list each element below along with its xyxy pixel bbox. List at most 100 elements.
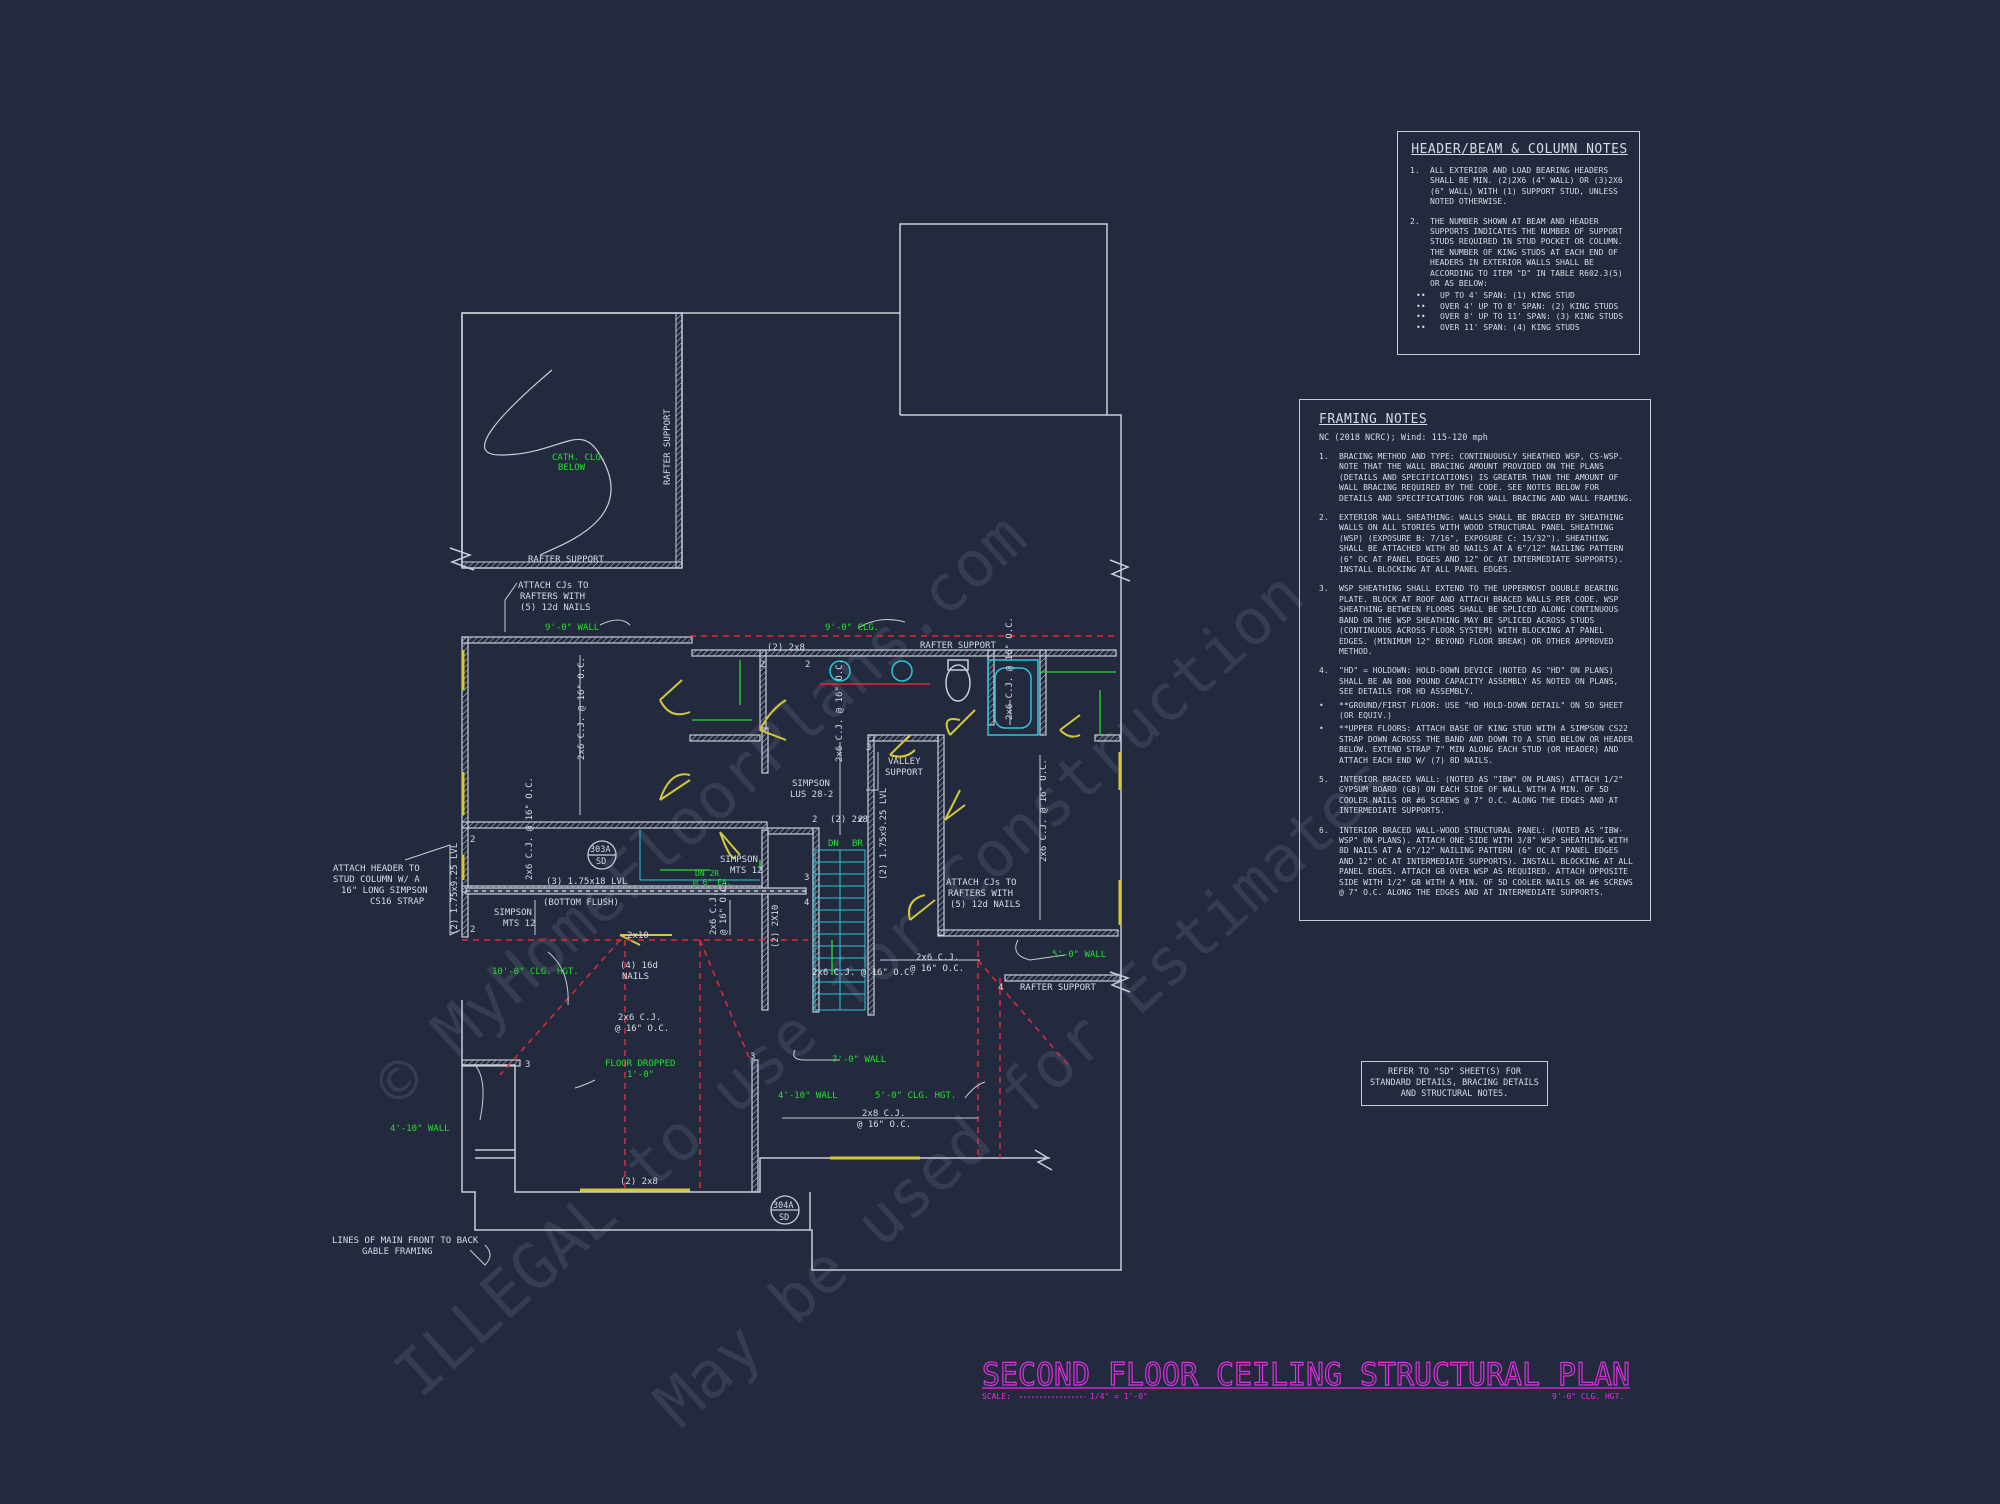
leader-lines [404, 582, 1066, 1266]
bullet-icon: •• [1416, 312, 1426, 322]
point-3-label-d: 3 [750, 1052, 755, 1062]
title-block: SECOND FLOOR CEILING STRUCTURAL PLAN SCA… [981, 1356, 1630, 1401]
point-2-label-b: 2 [805, 660, 810, 670]
header-beam-column-notes: HEADER/BEAM & COLUMN NOTES 1.ALL EXTERIO… [1397, 131, 1640, 355]
joist-2x6-vertical-f: 2x6 C.J. [709, 892, 719, 935]
lvl-2-vertical-b: (2) 1.75x9.25 LVL [450, 843, 460, 935]
header-2-2x8-label-a: (2) 2x8 [767, 643, 805, 653]
joist-2x6-vertical-f2: @ 16" O.C. [719, 881, 729, 935]
clg-5-0-label: 5'-0" CLG. HGT. [875, 1091, 956, 1101]
wall-7-0-label: 7'-0" WALL [832, 1055, 886, 1065]
scale-label: SCALE: [982, 1392, 1011, 1401]
framing-notes-subtitle: NC (2018 NCRC); Wind: 115-120 mph [1319, 433, 1488, 443]
scale-value: 1/4" = 1'-0" [1090, 1392, 1148, 1401]
bullet-text: OVER 8' UP TO 11' SPAN: (3) KING STUDS [1440, 312, 1624, 322]
note-item: 3.WSP SHEATHING SHALL EXTEND TO THE UPPE… [1319, 584, 1636, 657]
nails-16d-label-1: (4) 16d [620, 961, 658, 971]
clg-10-0-label: 10'-0" CLG. HGT. [492, 967, 579, 977]
ceiling-break-lines [462, 635, 1116, 1192]
note-number: 3. [1319, 584, 1329, 594]
point-4-label-a: 4 [804, 898, 809, 908]
attach-cj-label-3: (5) 12d NAILS [520, 603, 590, 613]
joist-2x6-h-i-1: 2x6 C.J. @ 16" O.C. [812, 968, 915, 978]
header-notes-list: 1. ALL EXTERIOR AND LOAD BEARING HEADERS … [1410, 166, 1629, 289]
note-item: •**UPPER FLOORS: ATTACH BASE OF KING STU… [1319, 724, 1636, 766]
valley-support-label-2: SUPPORT [885, 768, 924, 778]
simpson-mts-b-label-1: SIMPSON [494, 908, 532, 918]
rafter-support-vertical-label: RAFTER SUPPORT [663, 409, 673, 485]
joist-2x6-vertical-e: 2x6 C.J. @ 16" O.C. [525, 777, 535, 880]
note-text: INTERIOR BRACED WALL-WOOD STRUCTURAL PAN… [1339, 825, 1633, 898]
note-item: •**GROUND/FIRST FLOOR: USE "HD HOLD-DOWN… [1319, 701, 1636, 722]
note-number: 1. [1319, 452, 1329, 461]
joist-2x8-label-2: @ 16" O.C. [857, 1120, 911, 1130]
section-markers [587, 840, 800, 1225]
note-item: 2. THE NUMBER SHOWN AT BEAM AND HEADER SU… [1410, 217, 1629, 290]
note-text: "HD" = HOLDOWN: HOLD-DOWN DEVICE (NOTED … [1339, 666, 1619, 697]
stairs [639, 830, 866, 1011]
green-details [660, 660, 1116, 975]
floor-dropped-label-2: 1'-0" [627, 1070, 654, 1080]
point-2-label-f: 2 [470, 925, 475, 935]
framing-notes-title: FRAMING NOTES [1319, 412, 1428, 427]
note-text: ALL EXTERIOR AND LOAD BEARING HEADERS SH… [1430, 166, 1623, 207]
header-2-2x8-label-b: (2) 2x8 [830, 815, 868, 825]
attic-region [461, 312, 683, 569]
wall-9-0-label-a: 9'-0" WALL [545, 623, 599, 633]
bullet-text: OVER 11' SPAN: (4) KING STUDS [1440, 322, 1580, 332]
point-2-label-e: 2 [470, 835, 475, 845]
joist-2x6-h-h-1: 2x6 C.J. [916, 953, 959, 963]
plan-labels: CATH. CLG. BELOW RAFTER SUPPORT RAFTER S… [332, 409, 1106, 1257]
framing-notes-list: 1.BRACING METHOD AND TYPE: CONTINUOUSLY … [1319, 452, 1636, 898]
attach-header-label-4: CS16 STRAP [370, 897, 425, 907]
bullet-icon: •• [1416, 322, 1426, 332]
attach-cj-label-2: RAFTERS WITH [520, 592, 585, 602]
point-3-label-c: 3 [525, 1060, 530, 1070]
wall-4-10-label-a: 4'-10" WALL [778, 1091, 838, 1101]
section-304a-label: 304A [773, 1201, 793, 1211]
gable-framing-label-2: GABLE FRAMING [362, 1247, 432, 1257]
joist-2x6-h-h-2: @ 16" O.C. [910, 964, 964, 974]
nails-16d-label-2: NAILS [622, 972, 649, 982]
attach-cj-label-1: ATTACH CJs TO [518, 581, 588, 591]
note-text: **UPPER FLOORS: ATTACH BASE OF KING STUD… [1339, 724, 1633, 765]
joist-2x6-vertical-d: 2x6 C.J. @ 16" O.C. [1039, 759, 1049, 862]
bath-fixtures [820, 659, 1039, 736]
simpson-lus-label-1: SIMPSON [792, 779, 830, 789]
rafter-support-label-1: RAFTER SUPPORT [528, 555, 604, 565]
lvl-3-label: (3) 1.75x18 LVL [546, 877, 627, 887]
cath-clg-label-1: CATH. CLG. [552, 453, 606, 463]
note-item: 2.EXTERIOR WALL SHEATHING: WALLS SHALL B… [1319, 513, 1636, 575]
attach-cj-right-label-1: ATTACH CJs TO [946, 878, 1016, 888]
simpson-mts-b-label-2: MTS 12 [503, 919, 536, 929]
dn-label: DN [828, 839, 839, 849]
attach-header-label-1: ATTACH HEADER TO [333, 864, 420, 874]
attach-header-label-2: STUD COLUMN W/ A [333, 875, 420, 885]
joist-2x6-h-g-1: 2x6 C.J. [618, 1013, 661, 1023]
section-sd-b-label: SD [779, 1213, 789, 1223]
section-sd-a-label: SD [596, 857, 606, 867]
note-number: 2. [1410, 216, 1420, 226]
br-label: BR [852, 839, 863, 849]
joist-2x6-vertical-c: 2x6 C.J. @ 16" O.C. [1005, 617, 1015, 720]
note-text: INTERIOR BRACED WALL: (NOTED AS "IBW" ON… [1339, 774, 1624, 816]
point-3-label-b: 3 [804, 873, 809, 883]
point-2-label-c: 2 [812, 815, 817, 825]
note-number: 5. [1319, 774, 1329, 784]
floor-dropped-label-1: FLOOR DROPPED [605, 1059, 675, 1069]
note-item: 1. ALL EXTERIOR AND LOAD BEARING HEADERS … [1410, 166, 1629, 208]
rafter-support-label-3: RAFTER SUPPORT [1020, 983, 1096, 993]
header-2x10-vertical: (2) 2X10 [771, 905, 781, 948]
note-text: THE NUMBER SHOWN AT BEAM AND HEADER SUPP… [1430, 216, 1623, 289]
bullet-icon: •• [1416, 291, 1426, 301]
attach-cj-right-label-2: RAFTERS WITH [948, 889, 1013, 899]
note-bullet: ••OVER 4' UP TO 8' SPAN: (2) KING STUDS [1410, 302, 1629, 312]
note-number: 1. [1410, 166, 1420, 175]
point-2-label-d: 2 [858, 815, 863, 825]
valley-support-label-1: VALLEY [888, 757, 921, 767]
note-bullet: •• OVER 8' UP TO 11' SPAN: (3) KING STUDS [1410, 312, 1629, 322]
attach-header-label-3: 16" LONG SIMPSON [341, 886, 428, 896]
point-3-label-a: 3 [866, 743, 871, 753]
